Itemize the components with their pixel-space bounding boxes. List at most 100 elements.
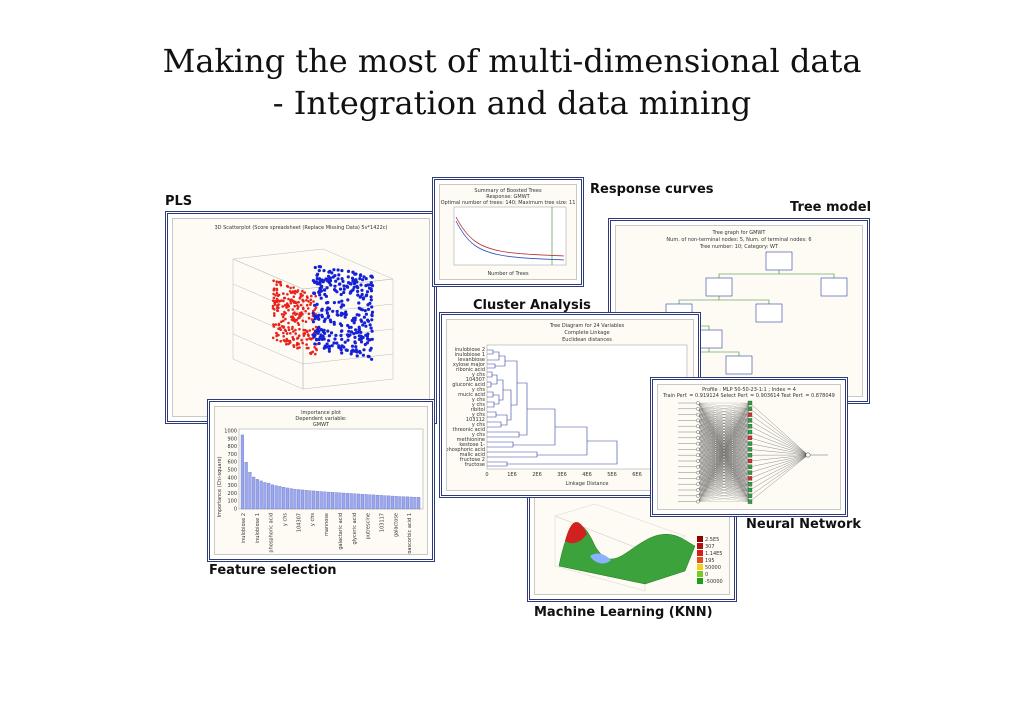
pls-point-red bbox=[305, 303, 309, 307]
feature-bar bbox=[293, 488, 297, 510]
pls-point-red bbox=[277, 293, 281, 297]
nn-input-node bbox=[696, 488, 700, 492]
nn-input-node bbox=[696, 430, 700, 434]
pls-point-red bbox=[307, 300, 310, 303]
nn-edge bbox=[749, 454, 809, 462]
nn-hidden-node bbox=[747, 464, 753, 469]
cluster-variable-label: xylose major bbox=[453, 362, 486, 368]
pls-point-red bbox=[309, 298, 313, 302]
nn-edge bbox=[749, 454, 809, 485]
pls-point-red bbox=[287, 328, 291, 332]
pls-point-blue bbox=[355, 313, 359, 317]
pls-point-blue bbox=[332, 341, 336, 345]
pls-point-blue bbox=[353, 340, 357, 344]
pls-point-blue bbox=[333, 288, 337, 292]
pls-point-blue bbox=[342, 284, 346, 288]
pls-point-red bbox=[289, 315, 293, 319]
pls-point-red bbox=[291, 308, 295, 311]
label-neural-network: Neural Network bbox=[746, 517, 862, 532]
pls-point-red bbox=[282, 331, 285, 335]
response-title-2: Response: GMWT bbox=[486, 194, 530, 200]
nn-edge bbox=[697, 431, 751, 502]
pls-point-blue bbox=[361, 353, 365, 357]
cluster-variable-label: inulobiose 2 bbox=[455, 347, 485, 353]
pls-point-blue bbox=[346, 298, 350, 302]
pls-point-red bbox=[309, 303, 312, 306]
pls-point-blue bbox=[362, 275, 366, 279]
pls-point-red bbox=[273, 301, 276, 305]
nn-edge bbox=[697, 489, 751, 502]
pls-point-blue bbox=[361, 278, 365, 282]
pls-point-red bbox=[311, 350, 315, 354]
cluster-variable-label: ribitol bbox=[471, 407, 485, 413]
pls-point-blue bbox=[337, 273, 341, 277]
pls-point-blue bbox=[370, 357, 374, 361]
label-tree-model: Tree model bbox=[790, 200, 872, 215]
pls-point-blue bbox=[314, 337, 319, 342]
pls-point-red bbox=[314, 352, 317, 356]
feature-x-label: 104307 bbox=[296, 513, 302, 532]
pls-point-red bbox=[274, 294, 277, 297]
cluster-variable-label: mucic acid bbox=[458, 392, 485, 398]
nn-edge bbox=[697, 402, 751, 421]
nn-edge bbox=[697, 402, 751, 433]
pls-point-blue bbox=[332, 320, 336, 324]
pls-point-blue bbox=[335, 341, 339, 345]
nn-title: Profile : MLP 50-50-23-1:1 ; Index = 4 bbox=[702, 387, 796, 393]
feature-bar bbox=[398, 496, 402, 510]
pls-point-red bbox=[277, 280, 281, 284]
pls-point-blue bbox=[348, 333, 352, 337]
cluster-variable-label: gluconic acid bbox=[452, 382, 485, 388]
pls-point-red bbox=[305, 343, 308, 346]
pls-point-red bbox=[311, 327, 315, 331]
nn-edge bbox=[697, 443, 751, 502]
nn-edge bbox=[697, 402, 751, 415]
pls-point-blue bbox=[357, 325, 361, 329]
pls-point-red bbox=[301, 341, 304, 345]
pls-point-red bbox=[314, 306, 318, 309]
feature-bar bbox=[345, 493, 349, 510]
train-curve bbox=[455, 216, 565, 257]
pls-point-red bbox=[283, 328, 287, 332]
pls-point-blue bbox=[313, 303, 317, 307]
pls-point-blue bbox=[364, 294, 368, 298]
nn-edge bbox=[697, 455, 751, 502]
pls-point-red bbox=[293, 311, 296, 314]
pls-point-blue bbox=[339, 305, 343, 309]
pls-point-blue bbox=[354, 349, 358, 353]
pls-point-blue bbox=[350, 344, 355, 348]
pls-point-red bbox=[282, 313, 286, 316]
pls-point-red bbox=[289, 332, 292, 335]
cluster-variable-label: threonic acid bbox=[453, 427, 485, 433]
pls-point-red bbox=[306, 296, 309, 300]
feature-y-tick: 600 bbox=[227, 460, 237, 466]
pls-point-red bbox=[279, 283, 282, 286]
pls-point-red bbox=[272, 323, 275, 326]
feature-bar bbox=[357, 493, 361, 510]
nn-output-node bbox=[805, 452, 811, 458]
nn-hidden-node bbox=[747, 458, 753, 464]
nn-edge bbox=[749, 402, 809, 456]
pls-point-red bbox=[287, 326, 290, 329]
cluster-variable-label: 103112 bbox=[466, 417, 485, 423]
knn-legend-label: 1.14E5 bbox=[705, 551, 722, 557]
nn-input-node bbox=[696, 459, 700, 463]
feature-bars bbox=[240, 434, 421, 510]
pls-point-blue bbox=[327, 281, 331, 285]
cluster-variable-label: y chs bbox=[472, 412, 485, 418]
pls-point-red bbox=[315, 348, 318, 352]
pls-point-blue bbox=[368, 301, 372, 305]
pls-point-blue bbox=[340, 303, 344, 307]
pls-point-red bbox=[302, 307, 305, 311]
cluster-x-tick: 4E6 bbox=[582, 472, 592, 478]
label-response-curves: Response curves bbox=[590, 182, 714, 197]
pls-point-red bbox=[301, 319, 305, 323]
knn-legend-swatch bbox=[697, 543, 703, 549]
pls-point-red bbox=[282, 325, 286, 328]
pls-point-blue bbox=[314, 280, 318, 284]
pls-point-red bbox=[281, 305, 284, 308]
pls-point-blue bbox=[327, 314, 331, 318]
pls-point-blue bbox=[320, 308, 324, 312]
pls-point-blue bbox=[363, 309, 367, 313]
cluster-variable-label: ribonic acid bbox=[456, 367, 485, 373]
